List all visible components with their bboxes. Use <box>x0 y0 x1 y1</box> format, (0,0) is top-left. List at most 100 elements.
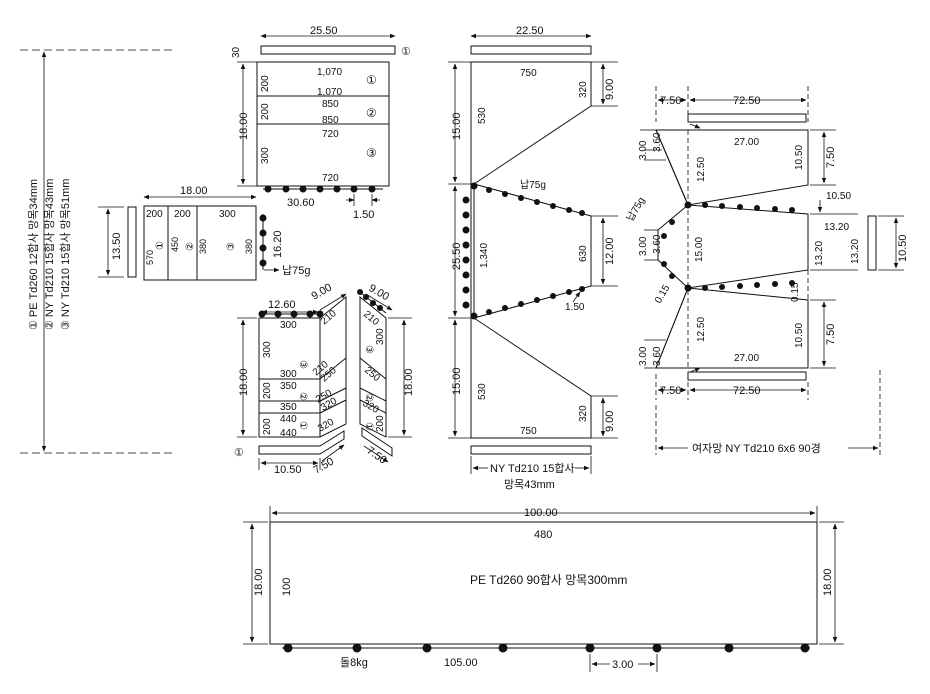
ll-circle-3b: ③ <box>363 345 374 354</box>
dim-18-00-side: 18.00 <box>180 185 208 197</box>
b-left-100: 100 <box>281 578 293 596</box>
ll-circle-3a: ③ <box>297 360 308 369</box>
rp-10-50b: 10.50 <box>826 191 851 202</box>
rp-27-00b: 27.00 <box>734 353 759 364</box>
side-circle-2: ② <box>185 242 196 251</box>
side-circle-1: ① <box>155 241 166 250</box>
row3-top: 720 <box>322 129 339 140</box>
c-530a: 530 <box>477 107 488 124</box>
ll-300b: 300 <box>262 341 273 358</box>
b-center-label: PE Td260 90합사 망목300mm <box>470 573 627 587</box>
c-12-00: 12.00 <box>604 237 616 265</box>
row1-bot: 1,070 <box>317 87 342 98</box>
ll-200b: 200 <box>262 418 273 435</box>
c-9-00a: 9.00 <box>604 79 616 100</box>
side-300: 300 <box>219 209 236 220</box>
rp-13-20c: 13.20 <box>850 239 861 264</box>
c-320b: 320 <box>578 405 589 422</box>
side-380b: 380 <box>244 239 254 254</box>
ll-300c: 300 <box>280 369 297 380</box>
ll-10-50: 10.50 <box>274 464 302 476</box>
rp-10-50a: 10.50 <box>794 145 805 170</box>
c-530b: 530 <box>477 383 488 400</box>
h-200b: 200 <box>260 103 271 120</box>
dim-13-50: 13.50 <box>111 232 123 260</box>
rp-72-50a: 72.50 <box>733 95 761 107</box>
ll-200a: 200 <box>262 382 273 399</box>
ll-440a: 440 <box>280 414 297 425</box>
c-top-750: 750 <box>520 68 537 79</box>
c-15-00a: 15.00 <box>451 112 463 140</box>
rp-3-60a: 3.60 <box>652 132 663 152</box>
row2-top: 850 <box>322 99 339 110</box>
rp-caption: 여자망 NY Td210 6x6 90경 <box>692 442 821 455</box>
dim-25-50: 25.50 <box>310 25 338 37</box>
b-18-00a: 18.00 <box>253 568 265 596</box>
dim-30: 30 <box>231 46 242 58</box>
b-3-00: 3.00 <box>612 659 633 671</box>
rp-13-20b: 13.20 <box>814 241 825 266</box>
ll-circle-1c: ① <box>363 422 374 431</box>
rp-7-50a: 7.50 <box>660 95 681 107</box>
rp-15-00: 15.00 <box>694 237 705 262</box>
c-caption-1: NY Td210 15합사 <box>490 462 575 475</box>
c-9-00b: 9.00 <box>604 411 616 432</box>
c-bot-750: 750 <box>520 426 537 437</box>
c-1340: 1,340 <box>479 243 490 268</box>
ll-r-250: 250 <box>362 365 382 384</box>
bottom-panel: 100.00 480 100 PE Td260 90합사 망목300mm 18.… <box>243 506 844 672</box>
rp-10-50d: 10.50 <box>794 323 805 348</box>
rp-7-50b: 7.50 <box>660 385 681 397</box>
ll-350b: 350 <box>280 402 297 413</box>
ll-350a: 350 <box>280 381 297 392</box>
ll-210a: 210 <box>319 308 339 327</box>
side-panel: 18.00 200 200 300 570 ① 450 ② 380 ③ 380 … <box>98 185 310 281</box>
dim-30-60: 30.60 <box>287 197 315 209</box>
rp-lead: 납75g <box>624 195 647 223</box>
dim-16-20: 16.20 <box>272 230 284 258</box>
ll-circle-2b: ② <box>363 393 374 402</box>
rp-12-50b: 12.50 <box>696 317 707 342</box>
c-1-50: 1.50 <box>565 302 585 313</box>
h-300: 300 <box>260 147 271 164</box>
dim-18-00: 18.00 <box>238 112 250 140</box>
rp-13-20a: 13.20 <box>824 222 849 233</box>
c-22-50: 22.50 <box>516 25 544 37</box>
legend-item-1: ① PE Td260 12합사 망목34mm <box>27 179 40 330</box>
c-25-50: 25.50 <box>451 242 463 270</box>
rp-27-00a: 27.00 <box>734 137 759 148</box>
legend-item-2: ② NY Td210 15합사 망목43mm <box>43 179 56 330</box>
circle-3: ③ <box>366 146 377 160</box>
side-lead: 납75g <box>282 264 310 277</box>
circle-1b: ① <box>366 73 377 87</box>
ll-18-00a: 18.00 <box>238 368 250 396</box>
rp-3-60b: 3.60 <box>652 234 663 254</box>
c-630: 630 <box>578 245 589 262</box>
side-570: 570 <box>145 250 155 265</box>
row3-bot: 720 <box>322 173 339 184</box>
lower-left-panel: 12.60 9.00 9.00 300 300 300 350 200 350 … <box>234 281 415 476</box>
dim-9-00a: 9.00 <box>310 281 335 302</box>
b-480: 480 <box>534 529 552 541</box>
c-caption-2: 망목43mm <box>504 478 555 491</box>
c-320a: 320 <box>578 81 589 98</box>
ll-circle-1b: ① <box>234 447 244 459</box>
side-450: 450 <box>170 237 180 252</box>
side-200a: 200 <box>146 209 163 220</box>
row1-top: 1,070 <box>317 67 342 78</box>
circle-1: ① <box>401 46 411 58</box>
c-lead: 납75g <box>520 179 546 191</box>
rp-0-15b: 0.15 <box>790 282 801 302</box>
ll-r-200: 200 <box>375 415 386 432</box>
ll-circle-2a: ② <box>297 392 308 401</box>
circle-2: ② <box>366 106 377 120</box>
rp-3-60c: 3.60 <box>652 346 663 366</box>
ll-18-00b: 18.00 <box>403 368 415 396</box>
legend: ① PE Td260 12합사 망목34mm ② NY Td210 15합사 망… <box>20 49 176 454</box>
rp-3-00a: 3.00 <box>638 140 649 160</box>
b-105-00: 105.00 <box>444 657 478 669</box>
ll-320b: 320 <box>316 417 336 435</box>
rp-0-15a: 0.15 <box>653 283 672 306</box>
right-panel: 7.50 72.50 3.00 3.60 27.00 12.50 10.50 7… <box>624 86 909 455</box>
top-panel: 25.50 30 ① 1,070 1,070 850 850 720 720 2… <box>231 25 411 221</box>
